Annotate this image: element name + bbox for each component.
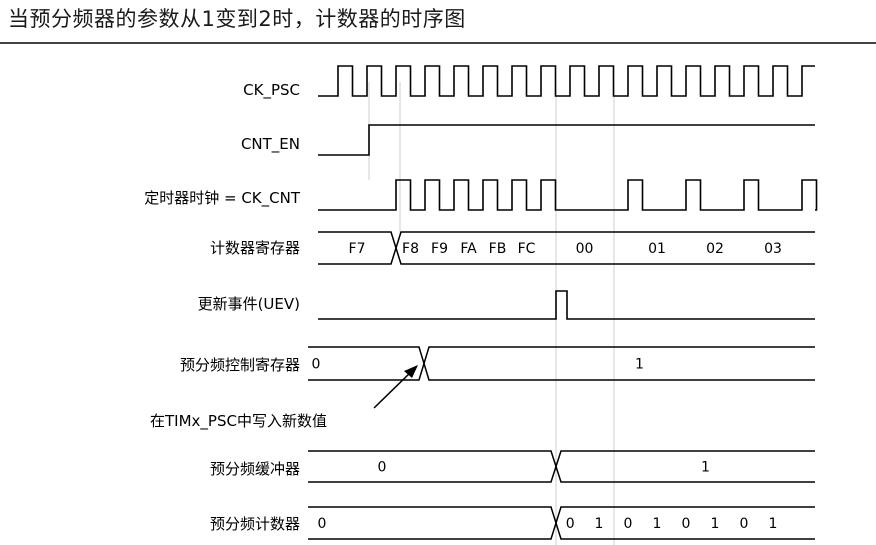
counter-register-value: F8 — [402, 241, 419, 257]
label-cnt-en: CNT_EN — [241, 135, 300, 154]
uev-waveform — [318, 290, 815, 320]
write-psc-annotation: 在TIMx_PSC中写入新数值 — [150, 412, 327, 431]
psc-counter-value: 1 — [711, 516, 720, 532]
psc-counter-bus: 0 0 1 0 1 0 1 0 1 — [308, 506, 815, 540]
psc-counter-value: 0 — [740, 516, 749, 532]
psc-counter-value: 0 — [624, 516, 633, 532]
label-update-event: 更新事件(UEV) — [198, 295, 300, 313]
psc-control-edge-top — [308, 346, 815, 381]
counter-register-value: F7 — [349, 241, 366, 257]
cnt-en-waveform — [318, 124, 815, 156]
timing-guides — [368, 82, 615, 545]
psc-buffer-value: 0 — [378, 460, 387, 476]
counter-register-value: FB — [489, 241, 507, 257]
psc-counter-value: 1 — [595, 516, 604, 532]
counter-register-value: FA — [460, 241, 477, 257]
label-ck-psc: CK_PSC — [243, 81, 300, 100]
psc-buffer-value: 1 — [701, 460, 710, 476]
counter-register-edge-top — [318, 231, 815, 265]
label-psc-control-register: 预分频控制寄存器 — [180, 356, 300, 374]
title-divider — [0, 42, 876, 44]
psc-control-value: 0 — [312, 357, 321, 373]
ck-psc-waveform — [318, 65, 815, 97]
psc-counter-value: 1 — [653, 516, 662, 532]
label-psc-buffer: 预分频缓冲器 — [210, 460, 300, 478]
label-psc-counter: 预分频计数器 — [210, 515, 300, 533]
psc-counter-value: 0 — [566, 516, 575, 532]
psc-counter-edge-top — [308, 506, 815, 540]
counter-register-value: FC — [518, 241, 536, 257]
psc-counter-value: 0 — [682, 516, 691, 532]
psc-counter-value: 1 — [769, 516, 778, 532]
psc-control-edge-bottom — [308, 346, 815, 381]
psc-buffer-edge-bottom — [308, 450, 815, 483]
counter-register-edge-bottom — [318, 231, 815, 265]
page-title: 当预分频器的参数从1变到2时，计数器的时序图 — [8, 7, 466, 31]
counter-register-value: 03 — [764, 241, 782, 257]
psc-control-value: 1 — [635, 357, 644, 373]
annotation-arrow-line — [373, 369, 414, 409]
ck-cnt-waveform — [318, 179, 818, 211]
counter-register-value: F9 — [431, 241, 448, 257]
psc-counter-value: 0 — [318, 516, 327, 532]
counter-register-value: 01 — [648, 241, 666, 257]
label-ck-cnt: 定时器时钟 = CK_CNT — [144, 189, 301, 208]
annotation-arrow-head — [404, 365, 418, 378]
counter-register-bus: F7 F8 F9 FA FB FC 00 01 02 03 — [318, 231, 815, 265]
psc-counter-edge-bottom — [308, 506, 815, 540]
counter-register-value: 00 — [576, 241, 594, 257]
label-counter-register: 计数器寄存器 — [210, 239, 300, 257]
counter-register-value: 02 — [706, 241, 724, 257]
